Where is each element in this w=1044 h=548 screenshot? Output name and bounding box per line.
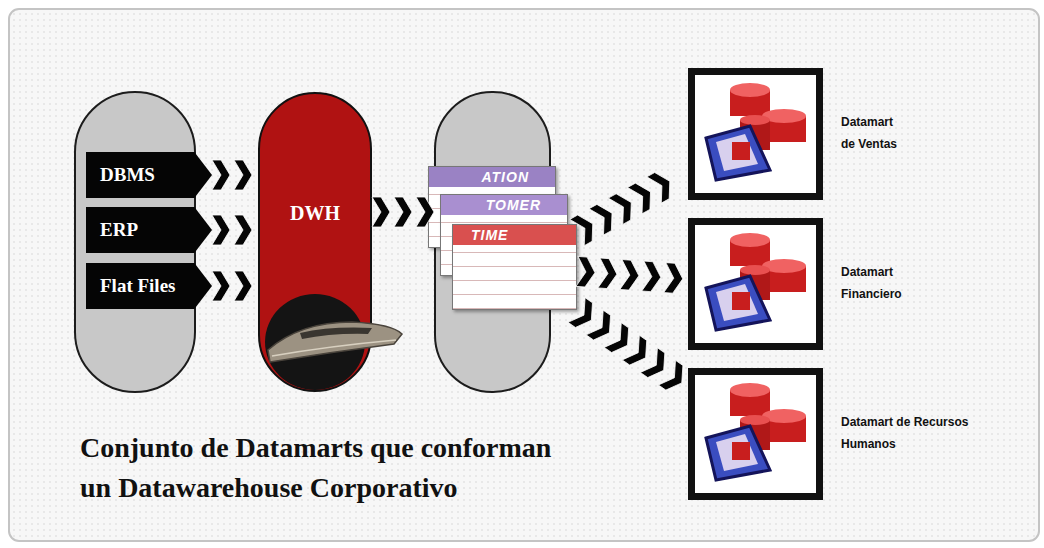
source-label: Flat Files [86, 263, 212, 309]
chevron-connector [576, 256, 683, 293]
frame [9, 9, 1039, 541]
datamart-label: Datamart de Recursos Humanos [841, 411, 991, 455]
source-tab: Flat Files [86, 263, 212, 309]
table-header: TIME [453, 225, 576, 245]
chevron-connector [570, 173, 670, 246]
datamart-icon [706, 383, 806, 480]
datamart-icon [706, 233, 806, 330]
datamart-box: Datamart de Recursos Humanos [688, 368, 823, 500]
datamart-box: Datamart Financiero [688, 218, 823, 350]
source-label: ERP [86, 207, 212, 253]
datamart-label: Datamart de Ventas [841, 111, 907, 155]
train-illustration [265, 294, 402, 390]
datamart-label: Datamart Financiero [841, 261, 907, 305]
table-header: ATION [429, 167, 555, 187]
source-tab: ERP [86, 207, 212, 253]
datamart-box: Datamart de Ventas [688, 68, 823, 200]
chevron-connector [372, 197, 434, 227]
table-header: TOMER [441, 195, 567, 215]
datamart-icon [706, 83, 806, 180]
warehouse-label: DWH [260, 94, 370, 225]
table-card: TIME [452, 224, 577, 310]
chevron-connector [212, 271, 252, 301]
chevron-connector [212, 160, 252, 190]
connector-layer [212, 160, 683, 390]
warehouse-pill: DWH [258, 92, 372, 392]
source-label: DBMS [86, 152, 212, 198]
chevron-connector [568, 298, 683, 390]
caption: Conjunto de Datamarts que conforman un D… [80, 428, 570, 508]
chevron-connector [212, 215, 252, 245]
source-tab: DBMS [86, 152, 212, 198]
